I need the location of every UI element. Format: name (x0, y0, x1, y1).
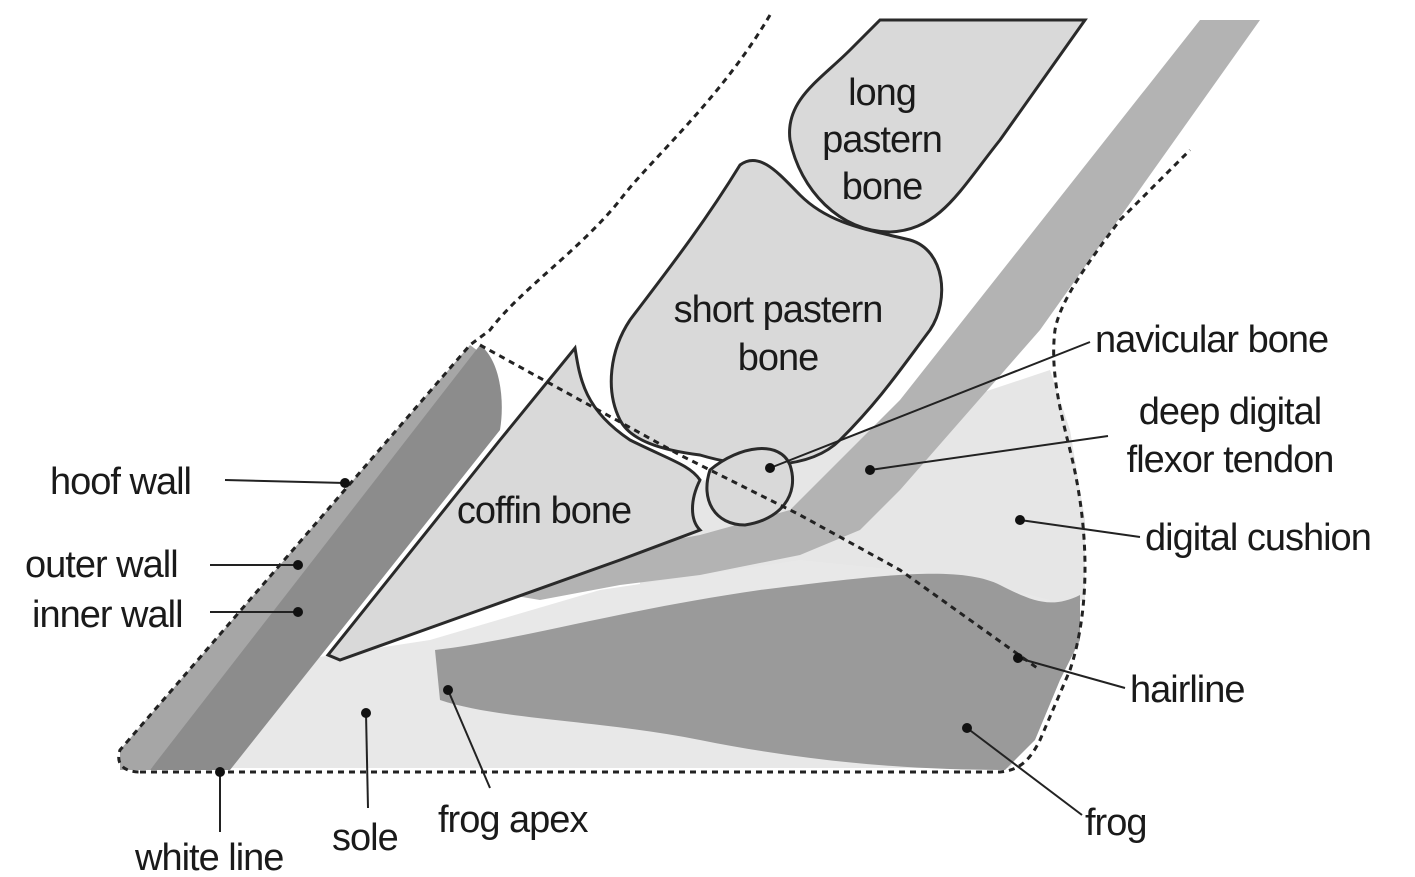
label-hairline: hairline (1130, 669, 1245, 711)
label-short-pastern-1: short pastern (674, 289, 883, 331)
label-inner-wall: inner wall (32, 594, 183, 636)
leader-hoof-wall (225, 480, 345, 483)
dot-hairline (1013, 653, 1023, 663)
label-frog: frog (1085, 802, 1146, 844)
dot-frog (962, 723, 972, 733)
label-deep-digital-2: flexor tendon (1127, 439, 1334, 481)
label-long-pastern-1: long (848, 72, 916, 114)
label-short-pastern-2: bone (738, 337, 819, 379)
label-white-line: white line (134, 837, 283, 877)
dot-sole (361, 708, 371, 718)
label-sole: sole (332, 817, 398, 859)
label-long-pastern-3: bone (842, 166, 923, 208)
label-long-pastern-2: pastern (822, 119, 942, 161)
dot-outer-wall (293, 560, 303, 570)
label-deep-digital-1: deep digital (1139, 391, 1321, 433)
label-coffin-bone: coffin bone (457, 490, 631, 532)
dot-navicular (765, 463, 775, 473)
label-frog-apex: frog apex (438, 799, 588, 841)
dot-white-line (215, 767, 225, 777)
dot-inner-wall (293, 607, 303, 617)
dot-deep-digital (865, 465, 875, 475)
label-hoof-wall: hoof wall (50, 461, 191, 503)
dot-frog-apex (443, 685, 453, 695)
label-digital-cushion: digital cushion (1145, 517, 1371, 559)
dot-hoof-wall (340, 478, 350, 488)
dot-digital-cushion (1015, 515, 1025, 525)
label-outer-wall: outer wall (25, 544, 178, 586)
label-navicular-bone: navicular bone (1095, 319, 1328, 361)
